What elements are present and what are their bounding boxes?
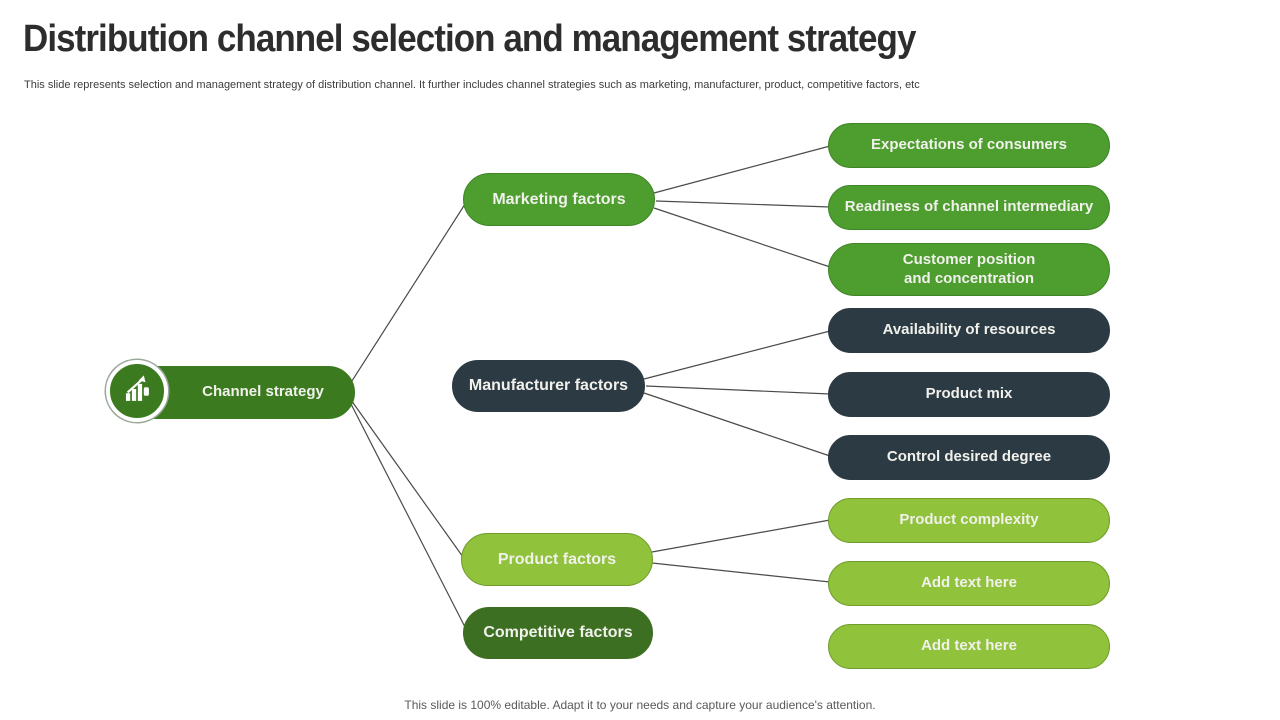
node-competitive-factors: Competitive factors (463, 607, 653, 659)
leaf-label: Customer position and concentration (902, 250, 1036, 287)
node-marketing-factors: Marketing factors (463, 173, 655, 226)
node-marketing-factors-label: Marketing factors (492, 190, 626, 208)
leaf-customer-position-and-concentration: Customer position and concentration (828, 243, 1110, 296)
leaf-label: Product mix (925, 385, 1013, 403)
leaf-product-mix: Product mix (828, 372, 1110, 417)
growth-chart-icon (120, 372, 154, 411)
leaf-product-complexity: Product complexity (828, 498, 1110, 543)
leaf-control-desired-degree: Control desired degree (828, 435, 1110, 480)
leaf-readiness-of-channel-intermediary: Readiness of channel intermediary (828, 185, 1110, 230)
node-manufacturer-factors: Manufacturer factors (452, 360, 645, 412)
leaf-label: Product complexity (899, 511, 1039, 529)
node-manufacturer-factors-label: Manufacturer factors (468, 377, 629, 394)
leaf-availability-of-resources: Availability of resources (828, 308, 1110, 353)
node-product-factors: Product factors (461, 533, 653, 586)
node-channel-strategy-label: Channel strategy (202, 383, 324, 401)
leaf-expectations-of-consumers: Expectations of consumers (828, 123, 1110, 168)
leaf-label: Expectations of consumers (871, 136, 1067, 154)
leaf-label: Add text here (921, 574, 1017, 592)
editable-note: This slide is 100% editable. Adapt it to… (404, 698, 876, 712)
page-title: Distribution channel selection and manag… (23, 18, 916, 60)
node-competitive-factors-label: Competitive factors (483, 624, 633, 641)
leaf-label: Readiness of channel intermediary (844, 198, 1094, 216)
channel-strategy-badge (106, 360, 168, 422)
leaf-label: Add text here (921, 637, 1017, 655)
leaf-label: Control desired degree (886, 448, 1052, 466)
leaf-add-text-here-1: Add text here (828, 561, 1110, 606)
leaf-add-text-here-2: Add text here (828, 624, 1110, 669)
slide-subtitle: This slide represents selection and mana… (24, 79, 920, 91)
leaf-label: Availability of resources (882, 321, 1056, 339)
node-product-factors-label: Product factors (497, 550, 617, 568)
